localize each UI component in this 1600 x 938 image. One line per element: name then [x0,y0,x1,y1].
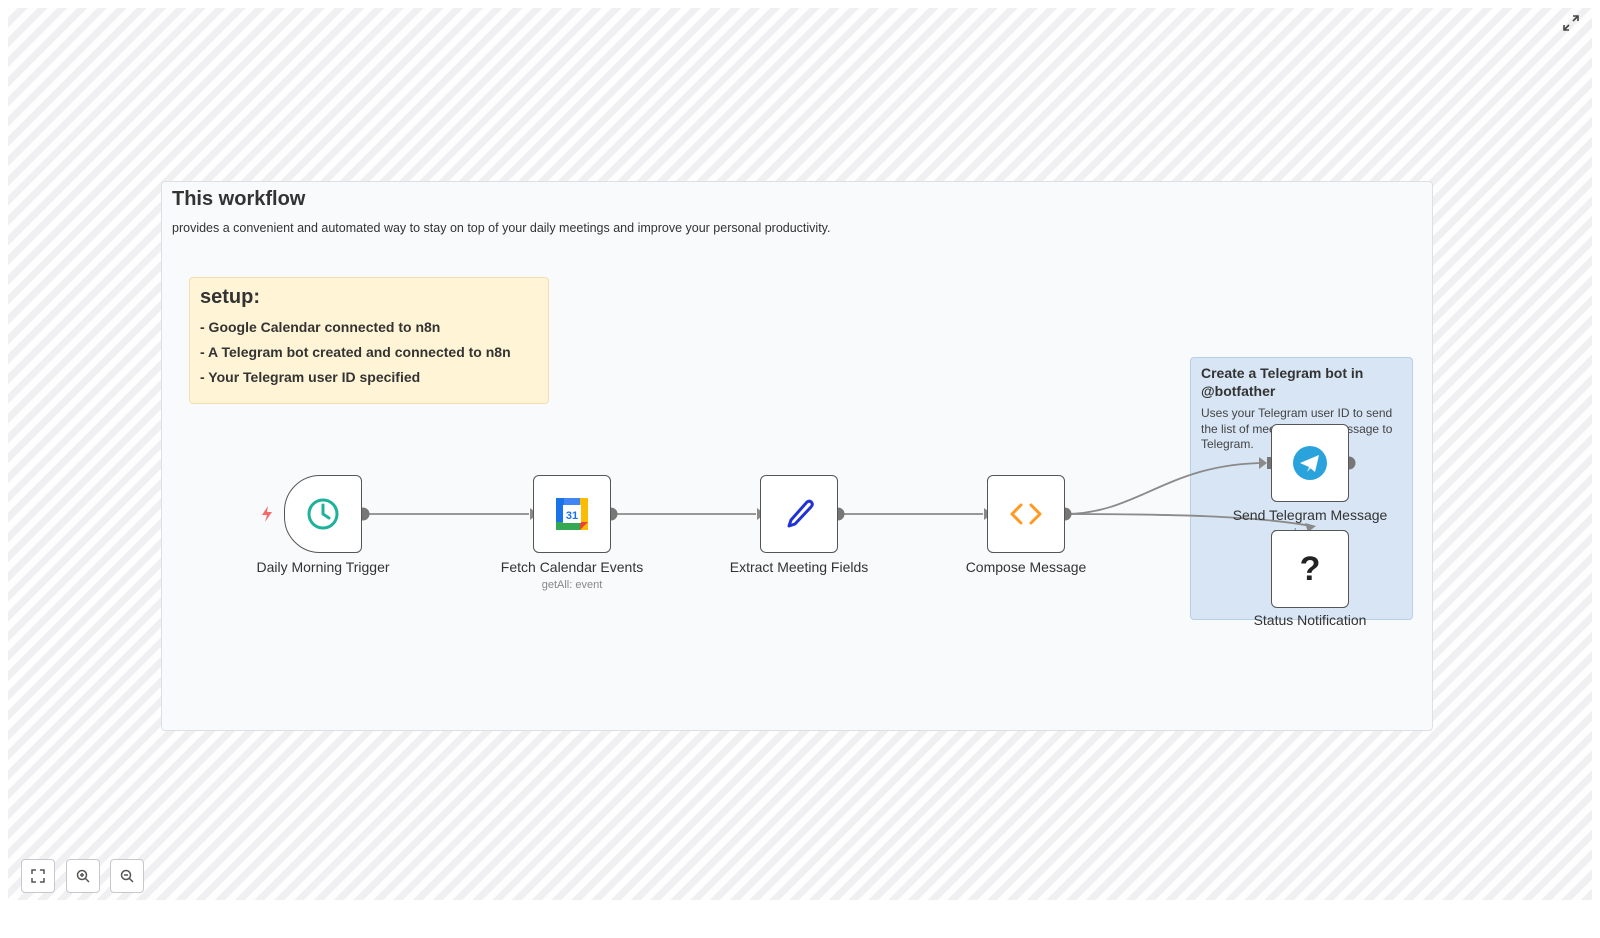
setup-title: setup: [200,286,260,308]
setup-list: - Google Calendar connected to n8n - A T… [200,318,511,393]
node-label: Daily Morning Trigger [256,559,390,575]
setup-item: - A Telegram bot created and connected t… [200,344,511,360]
input-handle[interactable] [1267,457,1272,469]
zoom-in-button[interactable] [66,859,100,893]
node-send-telegram-message[interactable] [1271,424,1349,502]
zoom-in-icon [76,869,90,883]
node-fetch-calendar-events[interactable]: 31 [533,475,611,553]
fit-view-icon [31,869,45,883]
google-calendar-icon: 31 [556,498,588,530]
arrow-head [1259,457,1267,469]
expand-icon[interactable] [1562,14,1580,32]
connections-layer [356,456,1356,532]
node-label: Status Notification [1253,612,1367,628]
node-label: Send Telegram Message [1232,507,1388,523]
zoom-out-button[interactable] [110,859,144,893]
node-label: Fetch Calendar Events [500,559,644,575]
pen-icon [787,499,814,528]
sticky-main-title: This workflow [172,188,306,210]
workflow-canvas[interactable]: This workflow provides a convenient and … [8,8,1592,900]
connection-compose-to-telegram[interactable] [1064,462,1267,515]
calendar-day: 31 [566,510,578,522]
sticky-main-description: provides a convenient and automated way … [172,221,831,235]
node-subtitle: getAll: event [541,579,603,591]
setup-item: - Your Telegram user ID specified [200,369,421,385]
node-status-notification[interactable]: ? [1271,530,1349,608]
code-icon [1010,503,1042,525]
zoom-to-fit-button[interactable] [21,859,55,893]
setup-item: - Google Calendar connected to n8n [200,319,441,335]
bot-sticky-title: Create a Telegram bot in @botfather [1201,365,1364,399]
telegram-icon [1293,446,1327,480]
node-label: Extract Meeting Fields [729,559,869,575]
question-mark-icon: ? [1299,549,1321,588]
arrow-head [1305,523,1316,532]
connection-compose-to-status[interactable] [1064,513,1312,527]
sticky-note-setup[interactable]: setup: - Google Calendar connected to n8… [189,277,549,404]
trigger-bolt-icon [262,506,272,522]
node-daily-morning-trigger[interactable] [284,475,362,553]
zoom-out-icon [120,869,134,883]
node-label: Compose Message [965,559,1087,575]
clock-icon [307,498,339,530]
node-compose-message[interactable] [987,475,1065,553]
node-extract-meeting-fields[interactable] [760,475,838,553]
